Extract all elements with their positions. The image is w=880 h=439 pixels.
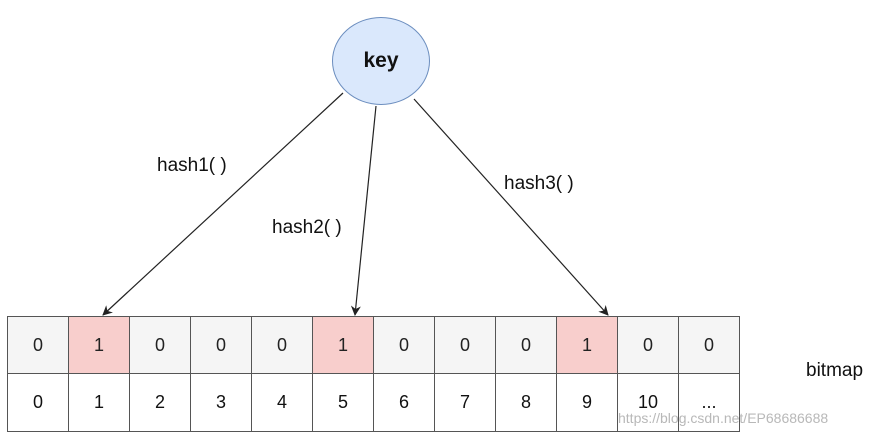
index-cell: 8 xyxy=(495,373,557,432)
key-label: key xyxy=(363,49,399,72)
bit-cell-set: 1 xyxy=(312,316,374,374)
hash2-label: hash2( ) xyxy=(272,217,342,238)
bitmap-label: bitmap xyxy=(806,360,864,381)
index-cell: 1 xyxy=(68,373,130,432)
bit-cell: 0 xyxy=(617,316,679,374)
key-node: key xyxy=(332,17,430,105)
bitmap-table: 0 1 0 0 0 1 0 0 0 1 0 0 0 1 2 3 4 5 6 7 … xyxy=(7,316,740,432)
bit-cell: 0 xyxy=(678,316,740,374)
index-cell: 10 xyxy=(617,373,679,432)
bit-cell: 0 xyxy=(190,316,252,374)
bit-cell: 0 xyxy=(129,316,191,374)
hash3-label: hash3( ) xyxy=(504,173,574,194)
index-cell: 0 xyxy=(7,373,69,432)
index-cell: ... xyxy=(678,373,740,432)
bit-cell: 0 xyxy=(7,316,69,374)
bit-cell: 0 xyxy=(251,316,313,374)
index-cell: 2 xyxy=(129,373,191,432)
index-cell: 7 xyxy=(434,373,496,432)
index-cell: 3 xyxy=(190,373,252,432)
bit-cell-set: 1 xyxy=(68,316,130,374)
hash2-arrow xyxy=(350,105,377,316)
index-cell: 6 xyxy=(373,373,435,432)
hash1-arrow xyxy=(102,92,344,316)
index-cell: 9 xyxy=(556,373,618,432)
index-cell: 5 xyxy=(312,373,374,432)
index-cell: 4 xyxy=(251,373,313,432)
bit-row: 0 1 0 0 0 1 0 0 0 1 0 0 xyxy=(7,316,740,374)
bit-cell: 0 xyxy=(434,316,496,374)
bit-cell: 0 xyxy=(373,316,435,374)
hash3-arrow xyxy=(413,98,609,316)
index-row: 0 1 2 3 4 5 6 7 8 9 10 ... xyxy=(7,373,740,432)
bit-cell: 0 xyxy=(495,316,557,374)
watermark: https://blog.csdn.net/EP68686688 xyxy=(618,410,829,426)
hash1-label: hash1( ) xyxy=(157,155,227,176)
bit-cell-set: 1 xyxy=(556,316,618,374)
